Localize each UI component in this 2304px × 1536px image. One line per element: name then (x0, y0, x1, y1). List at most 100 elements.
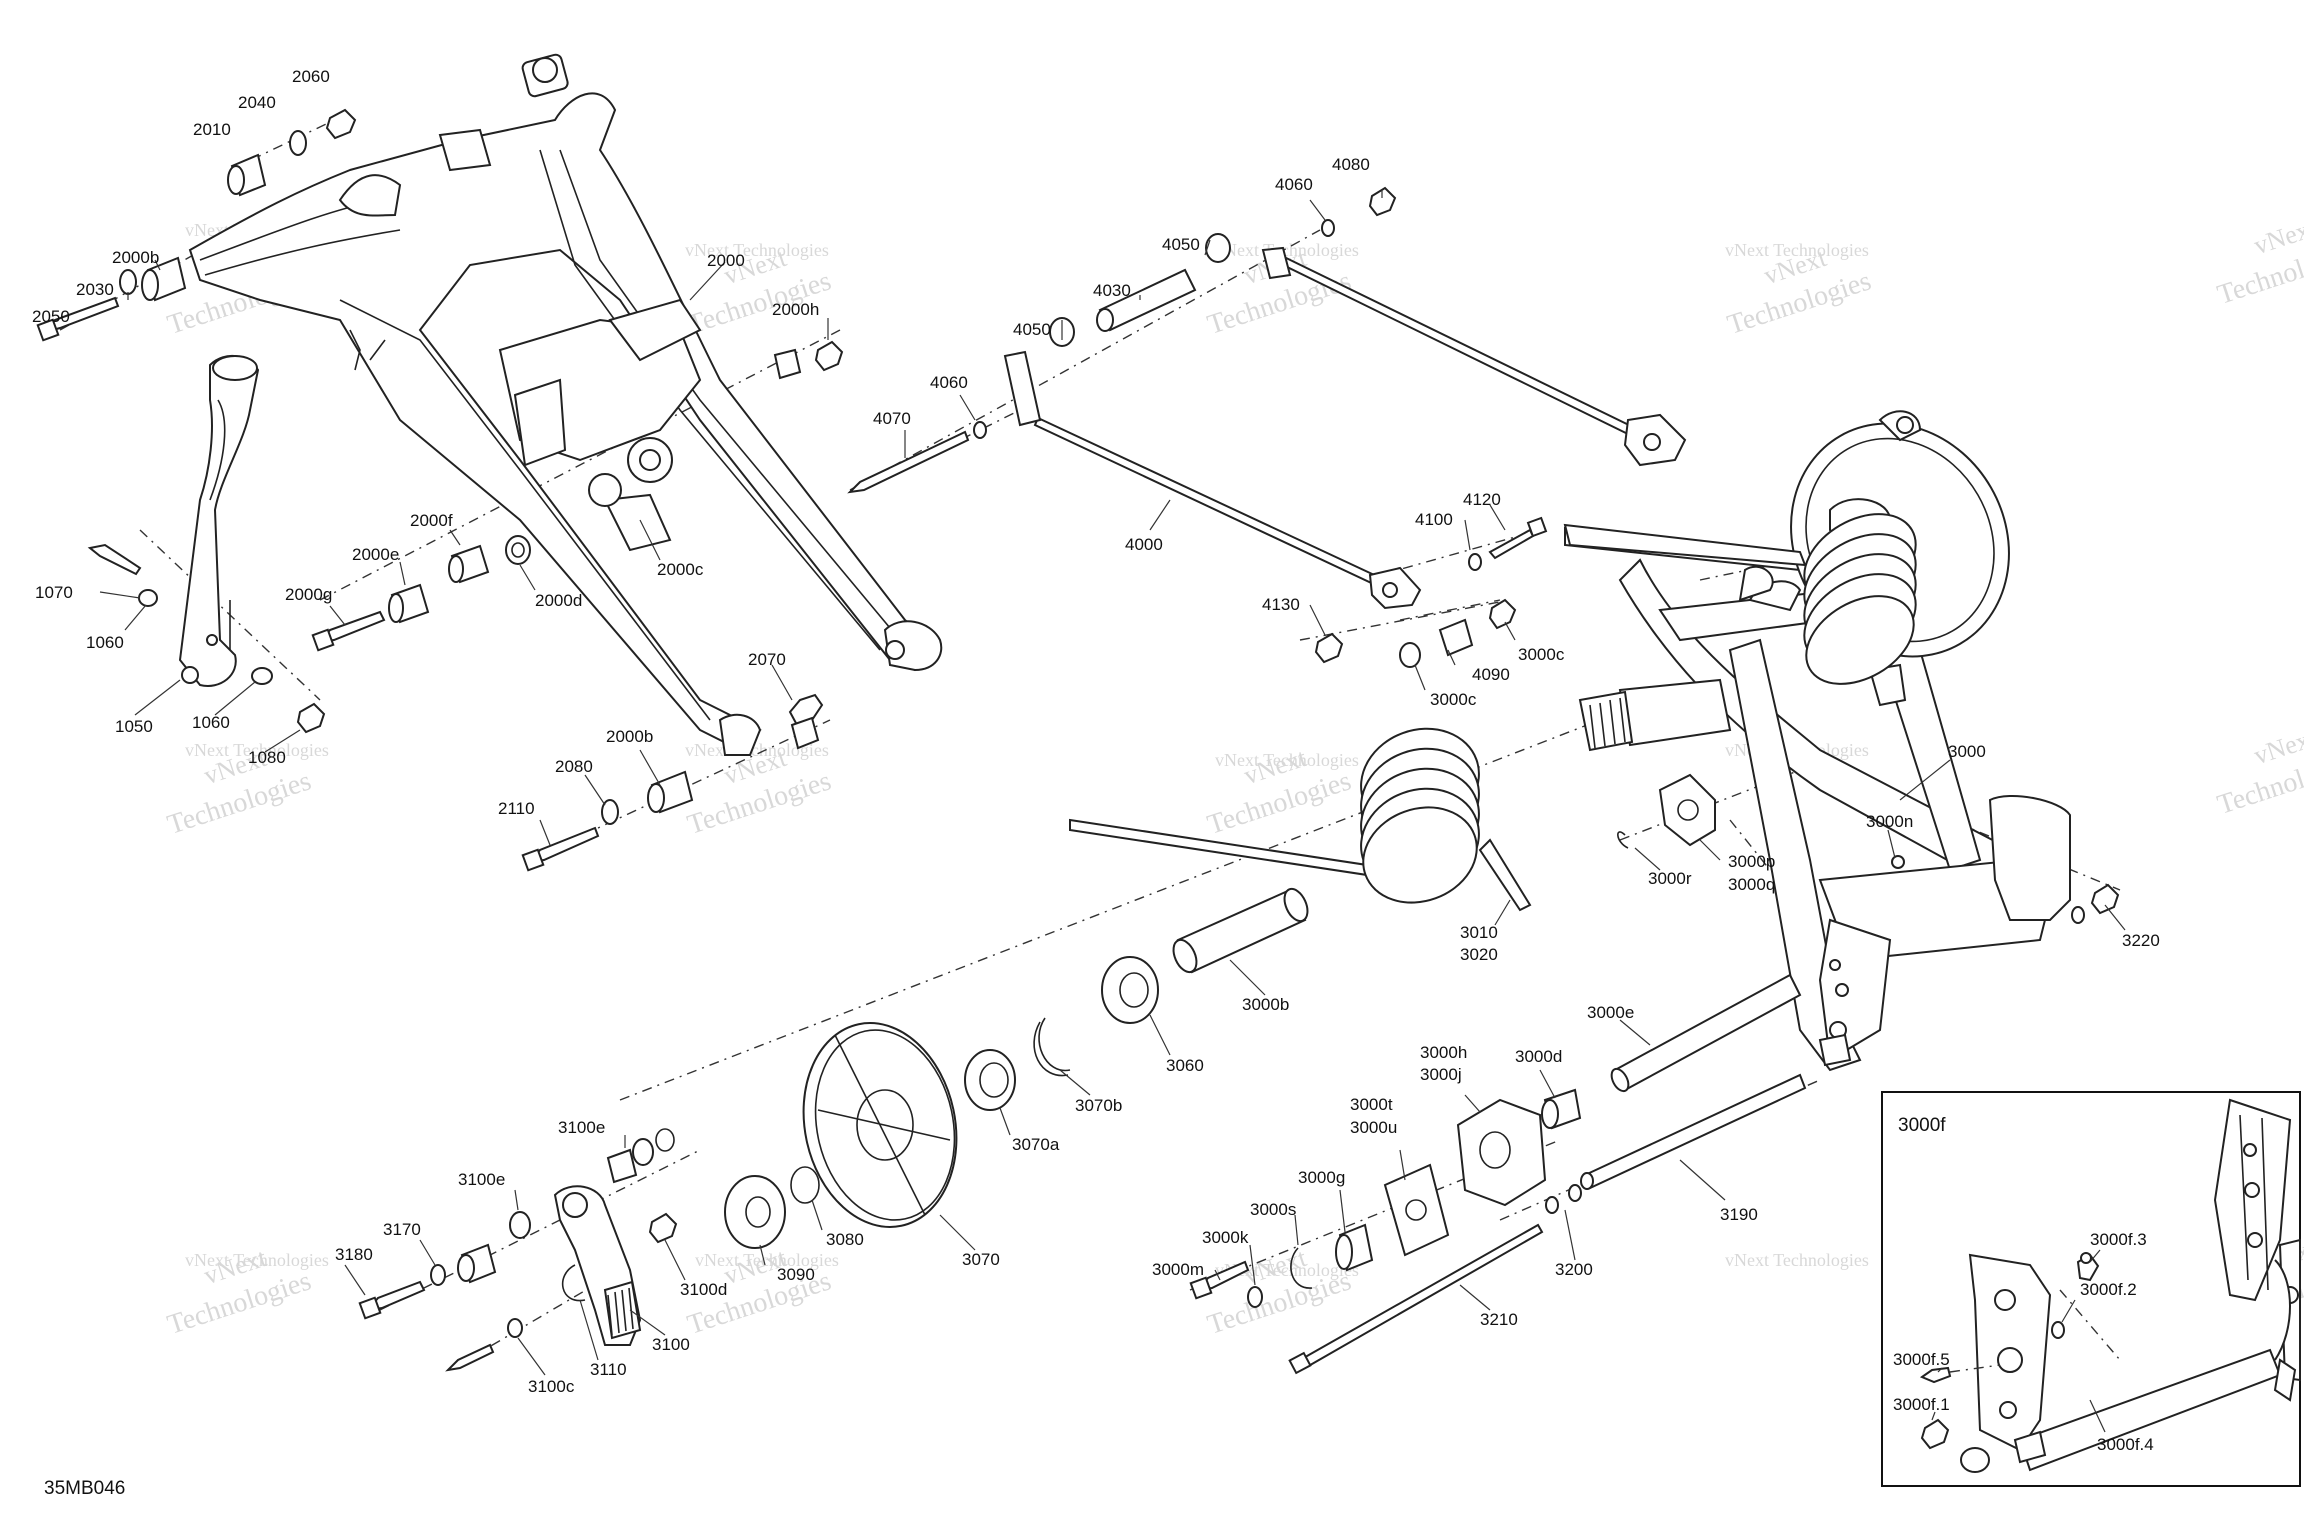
spring-3010 (1069, 727, 1532, 912)
label-3000c-a: 3000c (1518, 645, 1565, 664)
label-3000f3: 3000f.3 (2090, 1230, 2147, 1249)
a-arm-2000 (188, 53, 943, 756)
label-3000t: 3000t (1350, 1095, 1393, 1114)
label-2010: 2010 (193, 120, 231, 139)
label-4050-top: 4050 (1162, 235, 1200, 254)
inset-3000f (1881, 1091, 2301, 1487)
label-3000e: 3000e (1587, 1003, 1634, 1022)
lower-shafts (1189, 973, 1807, 1375)
label-4050-bottom: 4050 (1013, 320, 1051, 339)
label-3100d: 3100d (680, 1280, 727, 1299)
label-2000h: 2000h (772, 300, 819, 319)
label-3110: 3110 (590, 1360, 627, 1379)
watermark-small: vNext Technologies (185, 740, 329, 760)
label-3000f1: 3000f.1 (1893, 1395, 1950, 1414)
washers-3080-3090 (724, 1166, 820, 1249)
label-3020: 3020 (1460, 945, 1498, 964)
watermark-small: vNext Technologies (1215, 750, 1359, 770)
label-2080: 2080 (555, 757, 593, 776)
label-2000: 2000 (707, 251, 745, 270)
label-3210: 3210 (1480, 1310, 1518, 1329)
label-3000c-b: 3000c (1430, 690, 1477, 709)
label-2000e: 2000e (352, 545, 399, 564)
label-4130: 4130 (1262, 595, 1300, 614)
a-arm-hardware (36, 108, 844, 872)
label-3000: 3000 (1948, 742, 1986, 761)
label-2000g: 2000g (285, 585, 332, 604)
watermark-small: vNext Technologies (685, 740, 829, 760)
label-3000h: 3000h (1420, 1043, 1467, 1062)
label-3170: 3170 (383, 1220, 421, 1239)
callout-labels: 2060 2040 2010 2000b 2030 2050 2000 2000… (32, 67, 2160, 1454)
label-1060-b: 1060 (192, 713, 230, 732)
label-4090: 4090 (1472, 665, 1510, 684)
label-3080: 3080 (826, 1230, 864, 1249)
label-2060: 2060 (292, 67, 330, 86)
label-3220: 3220 (2122, 931, 2160, 950)
link-4000 (847, 186, 1687, 668)
label-3000f4: 3000f.4 (2097, 1435, 2154, 1454)
watermark-small: vNext Technologies (685, 240, 829, 260)
washer-3060 (1101, 956, 1159, 1024)
label-2050: 2050 (32, 307, 70, 326)
watermark-small: vNext Technologies (695, 1250, 839, 1270)
label-3000m: 3000m (1152, 1260, 1204, 1279)
label-3000j: 3000j (1420, 1065, 1462, 1084)
watermark-small: vNext Technologies (1725, 240, 1869, 260)
label-4070: 4070 (873, 409, 911, 428)
label-3000f2: 3000f.2 (2080, 1280, 2137, 1299)
label-1080: 1080 (248, 748, 286, 767)
watermark-small: vNext Technologies (1725, 1250, 1869, 1270)
label-4120: 4120 (1463, 490, 1501, 509)
label-3000d: 3000d (1515, 1047, 1562, 1066)
label-2000b-top: 2000b (112, 248, 159, 267)
label-3000p: 3000p (1728, 852, 1775, 871)
label-4000: 4000 (1125, 535, 1163, 554)
label-1050: 1050 (115, 717, 153, 736)
label-2030: 2030 (76, 280, 114, 299)
label-4060-bottom: 4060 (930, 373, 968, 392)
watermark-line1: vNext (2250, 723, 2304, 770)
label-3060: 3060 (1166, 1056, 1204, 1075)
label-3000n: 3000n (1866, 812, 1913, 831)
label-3100e-b: 3100e (458, 1170, 505, 1189)
label-3000f5: 3000f.5 (1893, 1350, 1950, 1369)
label-3000q: 3000q (1728, 875, 1775, 894)
label-3100: 3100 (652, 1335, 690, 1354)
label-2000b-bottom: 2000b (606, 727, 653, 746)
label-2000c: 2000c (657, 560, 704, 579)
label-3070: 3070 (962, 1250, 1000, 1269)
label-3000b: 3000b (1242, 995, 1289, 1014)
lever-1050 (87, 355, 326, 734)
label-4060-top: 4060 (1275, 175, 1313, 194)
lever-3100 (358, 1128, 678, 1372)
watermark-small: vNext Technologies (185, 1250, 329, 1270)
frame-3000 (1563, 410, 2120, 1072)
label-3100c: 3100c (528, 1377, 575, 1396)
label-3190: 3190 (1720, 1205, 1758, 1224)
label-2000d: 2000d (535, 591, 582, 610)
label-4030: 4030 (1093, 281, 1131, 300)
label-3000r: 3000r (1648, 869, 1692, 888)
label-3000g: 3000g (1298, 1168, 1345, 1187)
label-2110: 2110 (498, 799, 535, 818)
label-1060-a: 1060 (86, 633, 124, 652)
diagram-code: 35MB046 (44, 1478, 125, 1499)
label-1070: 1070 (35, 583, 73, 602)
label-3100e-a: 3100e (558, 1118, 605, 1137)
pulley-3070 (802, 1022, 958, 1228)
label-3090: 3090 (777, 1265, 815, 1284)
bushing-3000b (1172, 887, 1309, 974)
leader-lines (99, 190, 2126, 1433)
label-3000s: 3000s (1250, 1200, 1296, 1219)
label-3000u: 3000u (1350, 1118, 1397, 1137)
watermark-line1: vNext (2250, 213, 2304, 260)
label-3180: 3180 (335, 1245, 373, 1264)
label-2070: 2070 (748, 650, 786, 669)
label-4100: 4100 (1415, 510, 1453, 529)
label-3070b: 3070b (1075, 1096, 1122, 1115)
inset-title: 3000f (1898, 1115, 1946, 1136)
bearing-3070 (964, 1017, 1071, 1111)
label-3010: 3010 (1460, 923, 1498, 942)
